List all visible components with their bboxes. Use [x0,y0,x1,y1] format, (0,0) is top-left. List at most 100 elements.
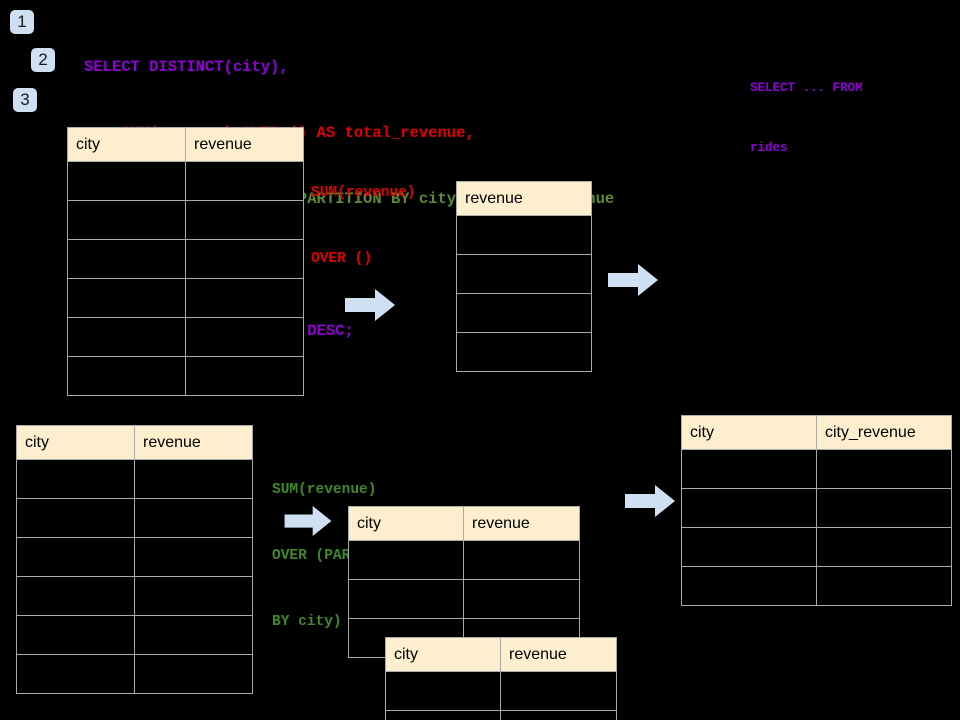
table-body [456,215,592,372]
arrow-right-icon-1 [345,289,395,321]
table-row [16,576,253,616]
cell-city [67,317,186,357]
table-body [67,161,304,396]
cell-city [16,576,135,616]
column-header-revenue: revenue [463,506,580,541]
cell-revenue [456,215,592,255]
cell-city [16,654,135,694]
table-partition-a: city revenue [348,506,580,658]
cell-city [16,537,135,577]
sql-side-line-2: rides [750,141,788,155]
table-row [385,710,617,720]
cell-city [385,671,501,711]
table-total-revenue: revenue [456,181,592,372]
cell-revenue [456,332,592,372]
annotation-city-revenue-line-1: SUM(revenue) [272,482,377,498]
cell-city [67,356,186,396]
cell-revenue [134,576,253,616]
cell-city [348,540,464,580]
annotation-total-revenue-line-2: OVER () [311,251,372,267]
cell-city [681,488,817,528]
column-header-revenue: revenue [134,425,253,460]
table-row [67,239,304,279]
cell-city-revenue [816,527,952,567]
column-header-city-revenue: city_revenue [816,415,952,450]
table-body [681,449,952,606]
table-row [456,332,592,372]
table-row [681,488,952,528]
table-row [456,215,592,255]
cell-revenue [456,254,592,294]
table-row [681,449,952,489]
arrow-right-icon-4 [625,485,675,517]
cell-revenue [185,239,304,279]
table-header-row: city city_revenue [681,415,952,450]
cell-city-revenue [816,566,952,606]
cell-revenue [134,459,253,499]
cell-revenue [456,293,592,333]
column-header-city: city [385,637,501,672]
cell-revenue [134,498,253,538]
table-row [348,540,580,580]
table-row [348,579,580,619]
column-header-revenue: revenue [185,127,304,162]
column-header-revenue: revenue [456,181,592,216]
table-row [385,671,617,711]
table-rides-bottom: city revenue [16,425,253,694]
column-header-city: city [348,506,464,541]
table-row [681,527,952,567]
cell-city-revenue [816,488,952,528]
cell-revenue [185,317,304,357]
cell-city [348,579,464,619]
cell-city [681,566,817,606]
annotation-total-revenue: SUM(revenue) OVER () [311,138,415,314]
cell-revenue [463,579,580,619]
annotation-total-revenue-line-1: SUM(revenue) [311,185,416,201]
table-row [456,254,592,294]
column-header-revenue: revenue [500,637,617,672]
table-row [67,317,304,357]
step-badge-1: 1 [10,10,34,34]
cell-city [67,161,186,201]
cell-revenue [185,161,304,201]
cell-city [67,239,186,279]
cell-revenue [185,356,304,396]
cell-revenue [134,654,253,694]
sql-line-1: SELECT DISTINCT(city), [84,58,289,76]
table-header-row: revenue [456,181,592,216]
cell-revenue [185,200,304,240]
cell-revenue [463,540,580,580]
cell-revenue [134,615,253,655]
table-row [681,566,952,606]
table-partition-b: city revenue [385,637,617,720]
cell-revenue [134,537,253,577]
table-header-row: city revenue [67,127,304,162]
cell-city [16,498,135,538]
cell-revenue [500,710,617,720]
table-row [16,459,253,499]
column-header-city: city [67,127,186,162]
sql-side-label: SELECT ... FROM rides [750,38,863,198]
cell-city [681,527,817,567]
table-header-row: city revenue [385,637,617,672]
arrow-right-icon-2 [608,264,658,296]
table-row [16,615,253,655]
cell-city [385,710,501,720]
step-badge-2: 2 [31,48,55,72]
table-row [67,161,304,201]
table-row [67,278,304,318]
table-row [16,537,253,577]
cell-city [681,449,817,489]
table-row [456,293,592,333]
cell-revenue [500,671,617,711]
table-row [67,200,304,240]
table-row [16,654,253,694]
table-row [16,498,253,538]
cell-city [67,278,186,318]
table-body [16,459,253,694]
table-result: city city_revenue [681,415,952,606]
cell-city [16,459,135,499]
table-header-row: city revenue [348,506,580,541]
table-row [67,356,304,396]
